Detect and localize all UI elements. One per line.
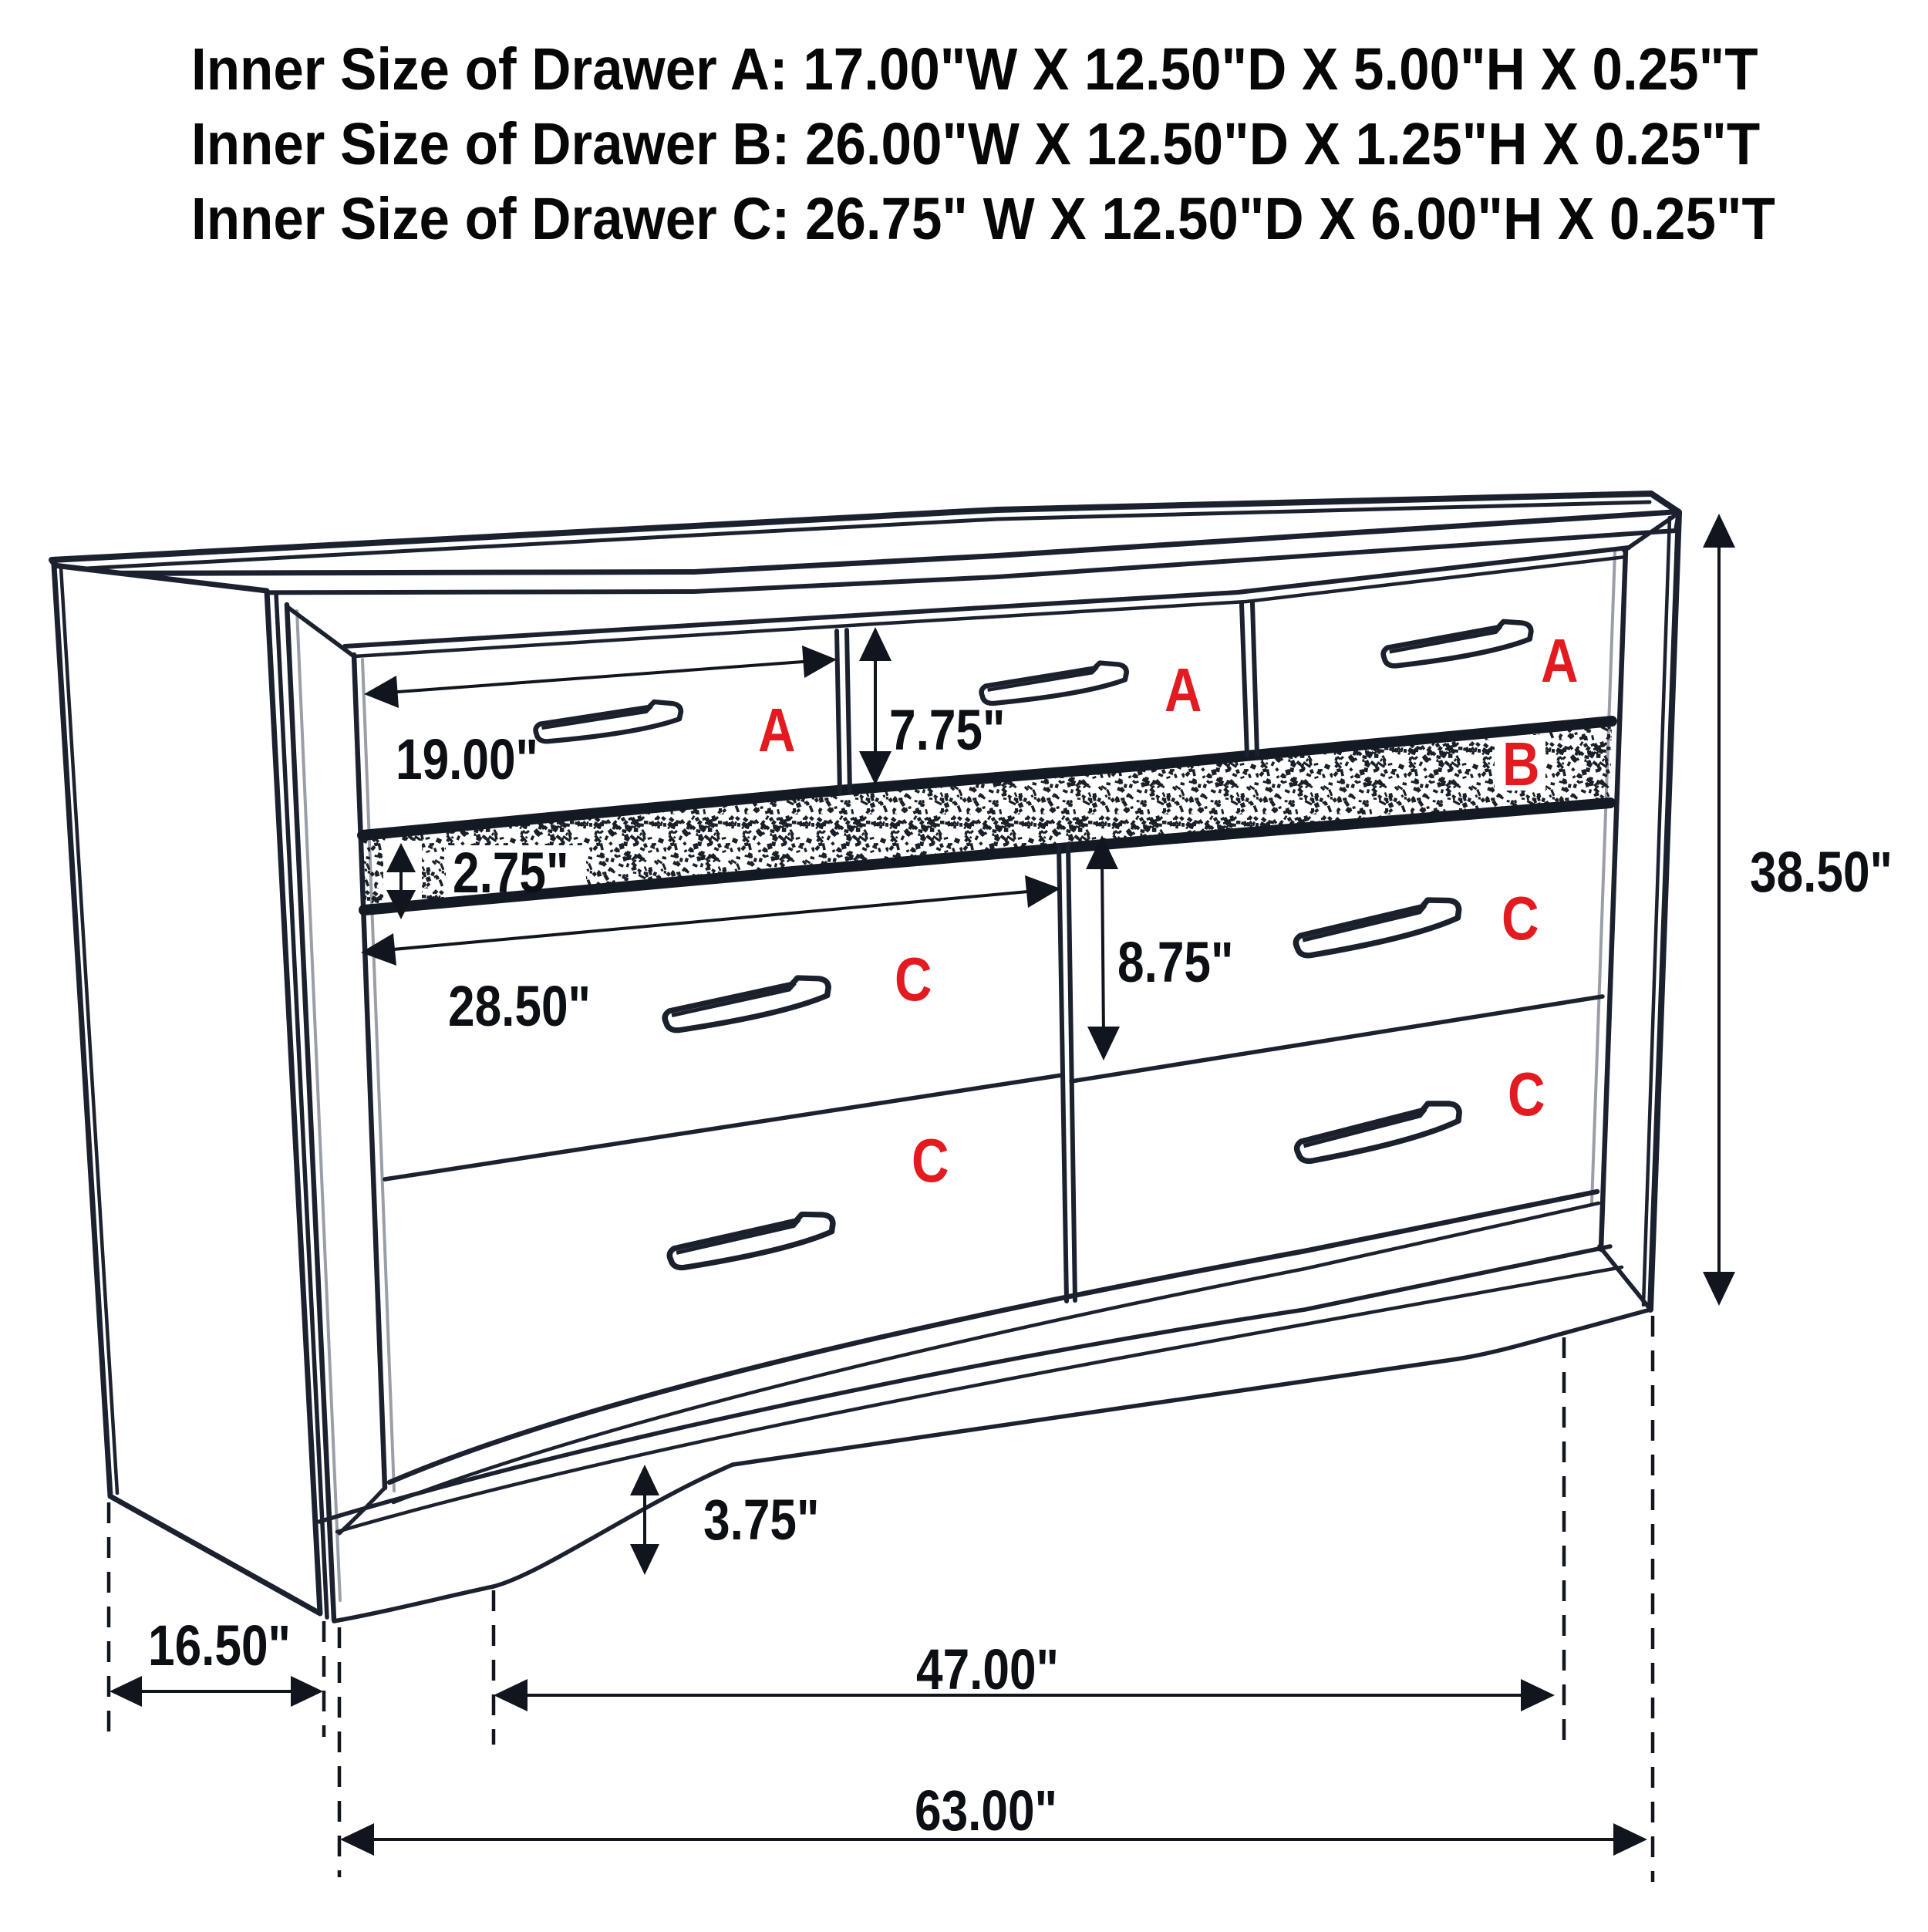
svg-text:Inner Size of Drawer C: 26.75": Inner Size of Drawer C: 26.75" W X 12.50… <box>191 185 1775 251</box>
svg-text:47.00": 47.00" <box>916 1638 1059 1701</box>
svg-text:28.50": 28.50" <box>448 975 591 1038</box>
svg-text:B: B <box>1502 729 1540 798</box>
svg-text:63.00": 63.00" <box>915 1779 1057 1843</box>
svg-text:16.50": 16.50" <box>148 1614 291 1677</box>
svg-text:A: A <box>1165 655 1202 724</box>
svg-text:7.75": 7.75" <box>889 699 1005 762</box>
svg-text:2.75": 2.75" <box>453 841 568 905</box>
svg-text:C: C <box>895 944 932 1013</box>
svg-text:C: C <box>1508 1059 1545 1128</box>
svg-text:A: A <box>1541 625 1579 695</box>
svg-text:3.75": 3.75" <box>703 1489 819 1552</box>
svg-text:Inner Size of Drawer B: 26.00": Inner Size of Drawer B: 26.00"W X 12.50"… <box>191 110 1760 177</box>
svg-text:Inner Size of Drawer A: 17.00": Inner Size of Drawer A: 17.00"W X 12.50"… <box>191 35 1758 102</box>
svg-text:C: C <box>1502 883 1539 953</box>
svg-text:38.50": 38.50" <box>1750 841 1893 904</box>
svg-text:8.75": 8.75" <box>1117 931 1233 994</box>
svg-text:A: A <box>758 695 796 764</box>
svg-text:19.00": 19.00" <box>396 728 538 791</box>
svg-text:C: C <box>912 1125 949 1195</box>
